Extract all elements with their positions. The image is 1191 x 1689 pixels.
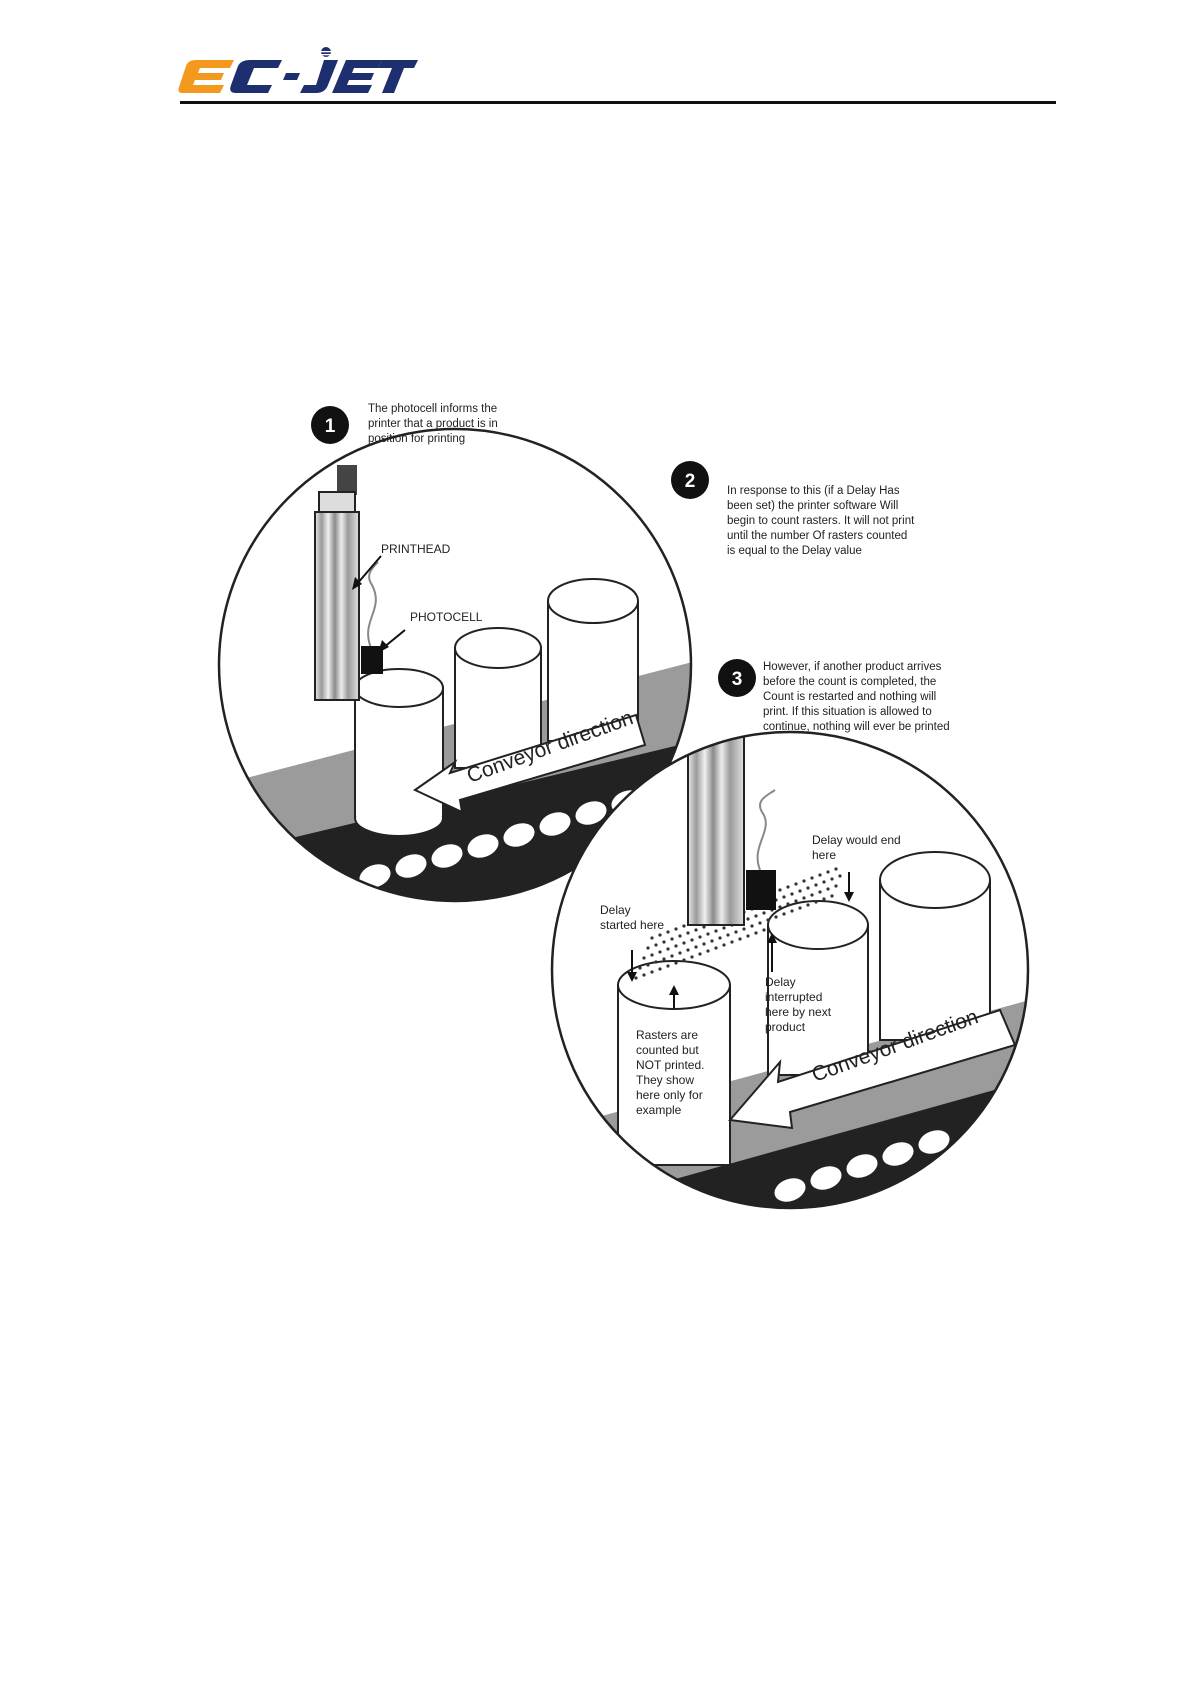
photocell-label: PHOTOCELL bbox=[410, 610, 483, 624]
step-2-badge bbox=[671, 461, 709, 499]
step-3: 3 However, if another product arrives be… bbox=[718, 659, 950, 733]
printhead-label: PRINTHEAD bbox=[381, 542, 451, 556]
step-2: 2 In response to this (if a Delay Has be… bbox=[671, 461, 918, 557]
step-1: 1 The photocell informs the printer that… bbox=[311, 403, 501, 445]
scene-2: Conveyor direction Delay would end here … bbox=[550, 730, 1030, 1210]
delay-started-label: Delay started here bbox=[600, 903, 664, 932]
ec-jet-logo bbox=[178, 44, 418, 100]
step-3-text: However, if another product arrives befo… bbox=[763, 661, 950, 733]
step-3-badge bbox=[718, 659, 756, 697]
step-1-text: The photocell informs the printer that a… bbox=[368, 403, 501, 445]
step-1-badge bbox=[311, 406, 349, 444]
step-2-number: 2 bbox=[685, 471, 696, 492]
step-2-text: In response to this (if a Delay Has been… bbox=[727, 485, 918, 557]
header-rule bbox=[180, 101, 1056, 104]
delay-interrupted-label: Delay interrupted here by next product bbox=[765, 975, 834, 1034]
step-1-number: 1 bbox=[325, 416, 336, 437]
rasters-note-label: Rasters are counted but NOT printed. The… bbox=[636, 1028, 708, 1117]
delay-would-end-label: Delay would end here bbox=[812, 833, 904, 862]
step-3-number: 3 bbox=[732, 669, 743, 690]
